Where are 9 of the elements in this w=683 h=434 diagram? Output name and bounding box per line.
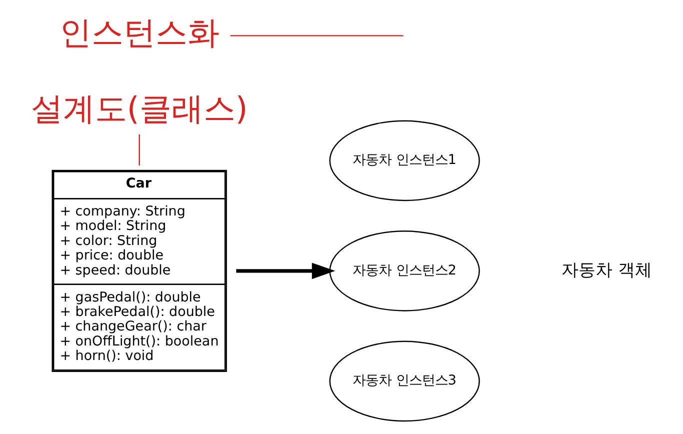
arrow [236, 262, 336, 280]
node-text: 설계도(클래스) [30, 89, 248, 128]
connector [138, 134, 140, 166]
node-ellipse: 자동차 인스턴스3 [329, 340, 480, 422]
connector [230, 35, 404, 36]
node-ellipse: 자동차 인스턴스2 [329, 230, 480, 312]
label: 자동차 객체 [562, 260, 652, 280]
node-text: 인스턴스화 [59, 13, 220, 52]
node-ellipse: 자동차 인스턴스1 [329, 120, 480, 202]
